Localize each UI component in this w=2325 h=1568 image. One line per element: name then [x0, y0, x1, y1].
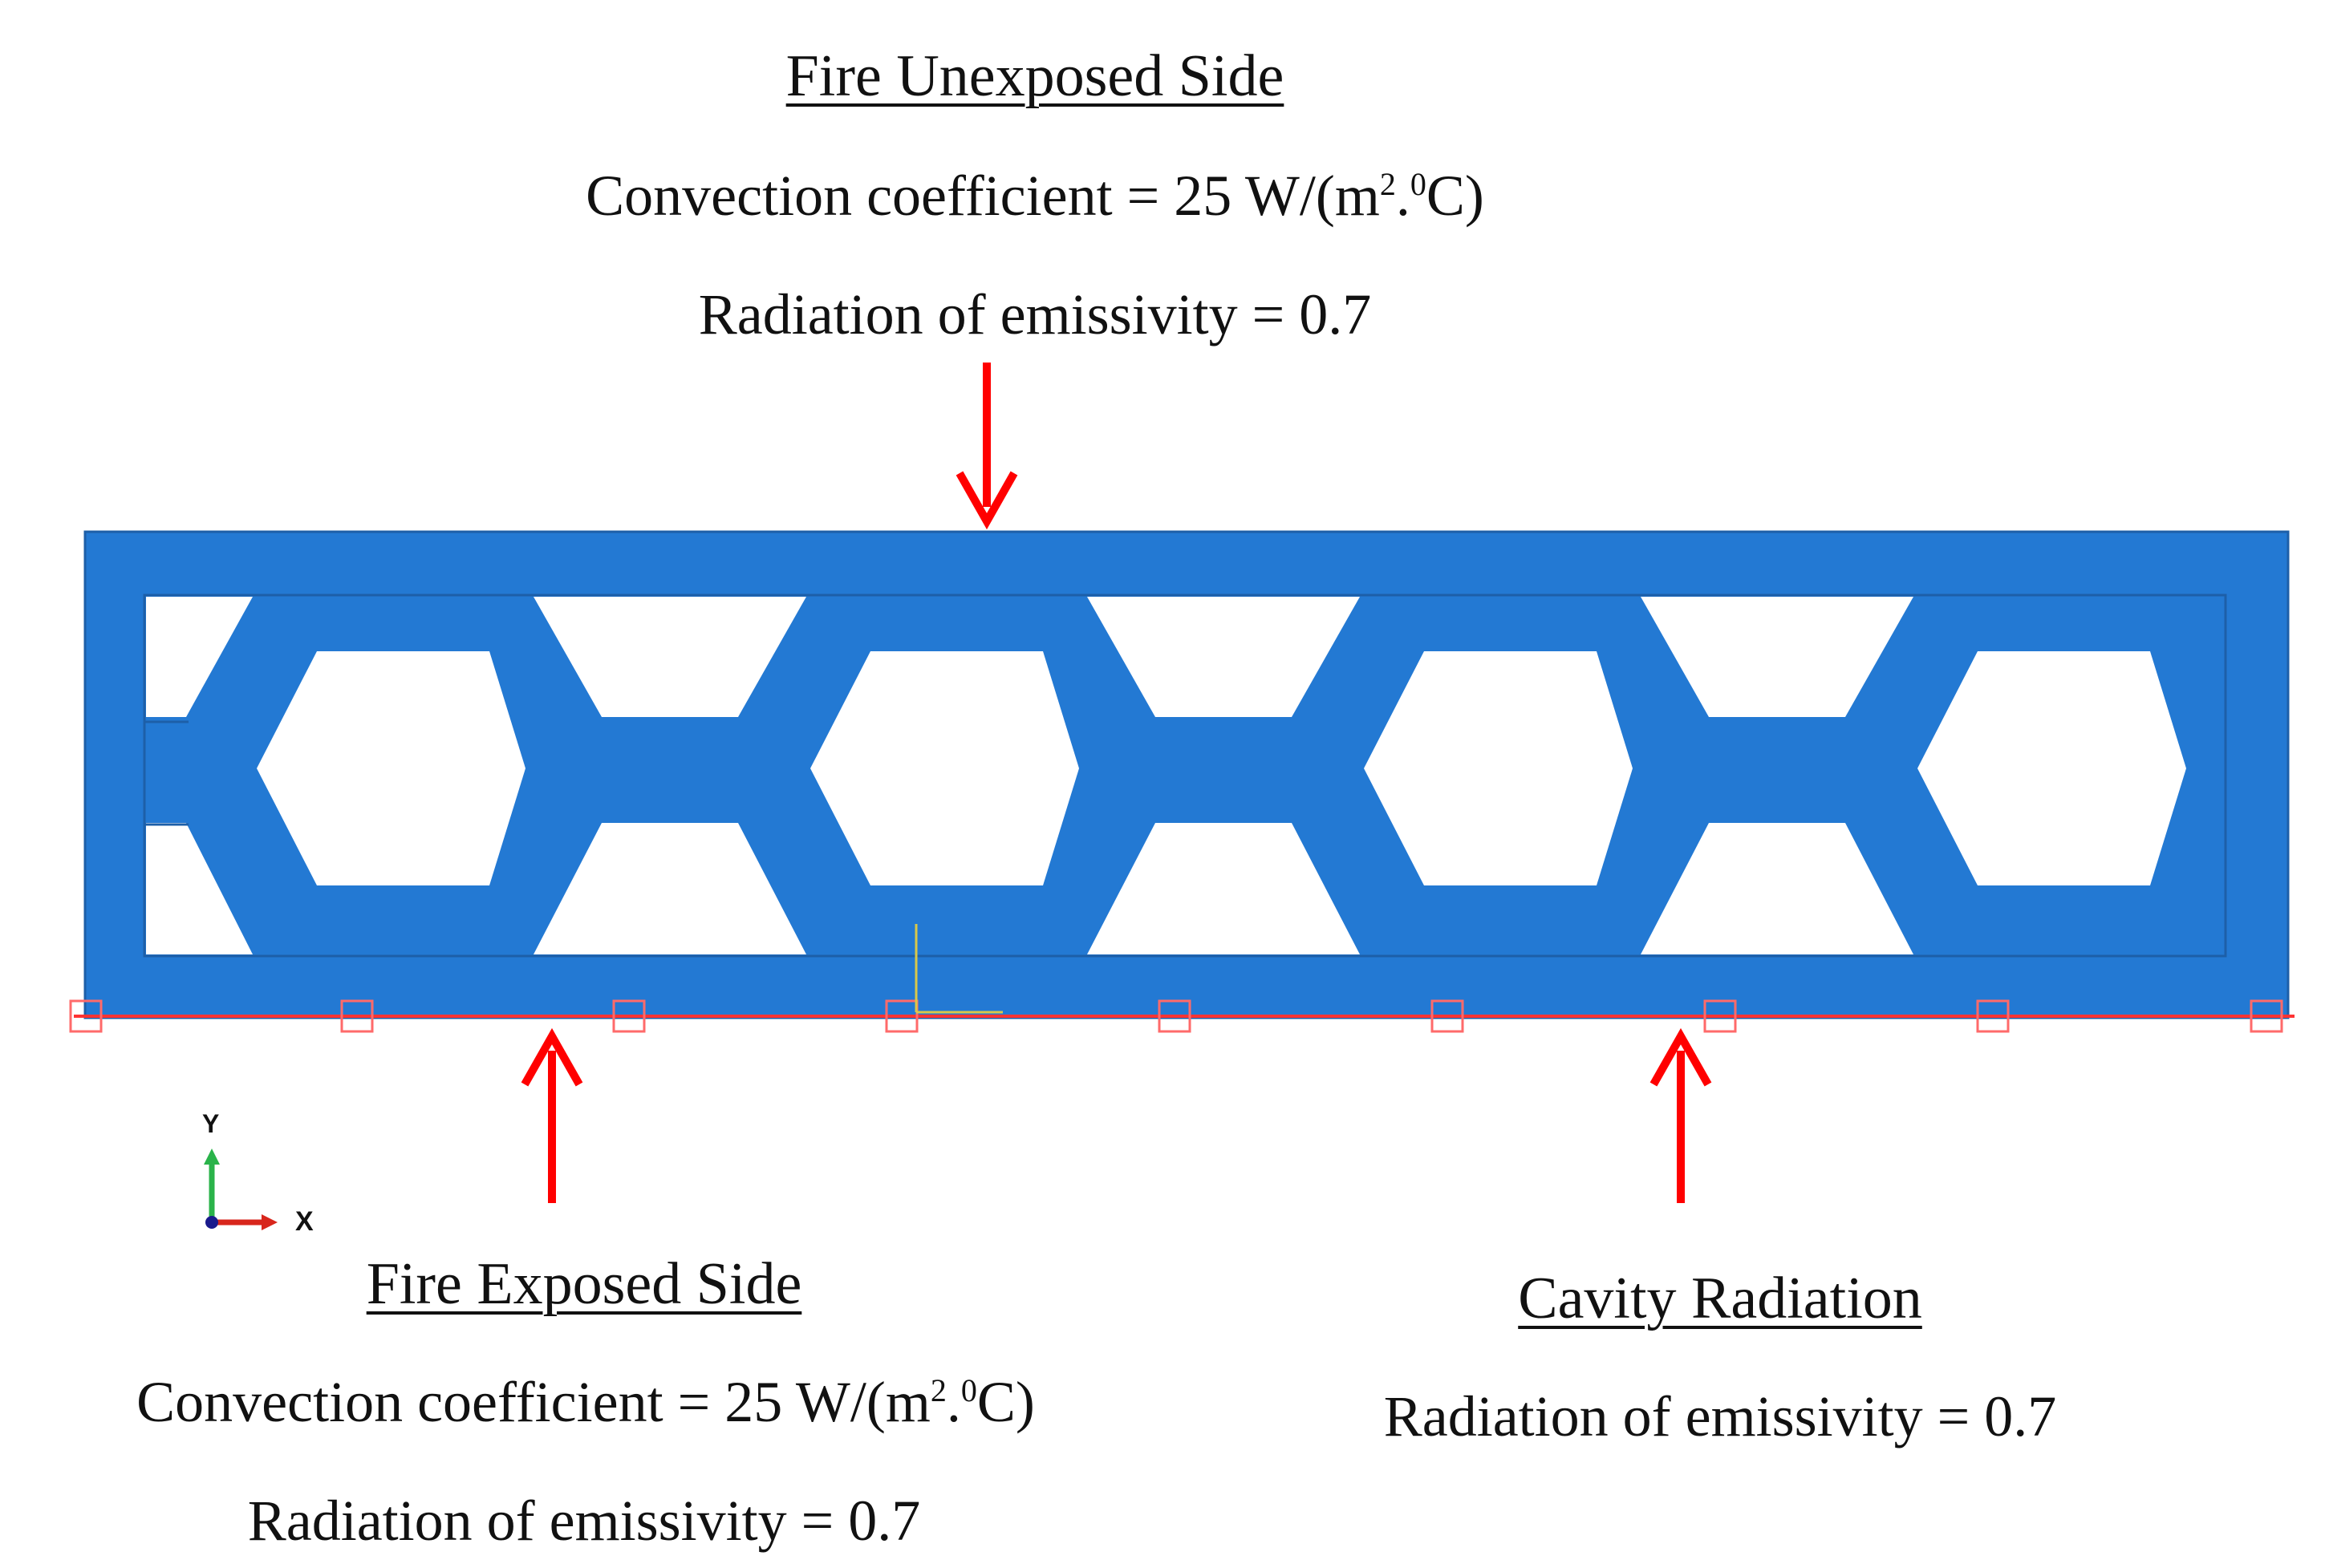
x-axis-label: X: [295, 1206, 314, 1237]
top-convection-sup2: 0: [1410, 166, 1426, 202]
bottom-left-convection-label: Convection coefficient = 25 W/(m: [136, 1370, 931, 1434]
boundary-marker: [612, 999, 646, 1033]
inner-frame-outline: [143, 594, 2227, 958]
arrow-cavity-radiation: [1649, 1027, 1712, 1203]
y-axis-label: Y: [202, 1109, 219, 1138]
cavity-radiation-heading: Cavity Radiation: [1518, 1266, 1922, 1331]
boundary-marker: [1158, 999, 1191, 1033]
bottom-left-convection-sup1: 2: [930, 1372, 947, 1408]
arrow-fire-exposed: [521, 1027, 583, 1203]
fire-unexposed-heading: Fire Unexposed Side: [785, 43, 1284, 109]
local-csys-marker: [915, 924, 1003, 1014]
section-body: [83, 530, 2290, 1019]
top-radiation-text: Radiation of emissivity = 0.7: [698, 282, 1372, 346]
z-axis-dot: [205, 1216, 218, 1229]
boundary-marker: [340, 999, 374, 1033]
boundary-marker: [2250, 999, 2283, 1033]
bottom-left-convection-unit: C): [976, 1370, 1035, 1434]
top-convection-label: Convection coefficient = 25 W/(m: [586, 164, 1380, 228]
x-axis-head: [262, 1214, 278, 1230]
boundary-marker: [69, 999, 103, 1033]
fire-exposed-heading: Fire Exposed Side: [366, 1251, 802, 1317]
bottom-left-convection-sup2: 0: [960, 1372, 977, 1408]
bottom-left-radiation-text: Radiation of emissivity = 0.7: [247, 1489, 921, 1553]
top-convection-sup1: 2: [1379, 166, 1396, 202]
boundary-markers: [69, 999, 2283, 1033]
top-convection-text: Convection coefficient = 25 W/(m2.0C): [586, 167, 1484, 225]
bottom-left-convection-text: Convection coefficient = 25 W/(m2.0C): [136, 1373, 1035, 1431]
boundary-marker: [885, 999, 919, 1033]
top-convection-dot: .: [1395, 164, 1410, 228]
top-convection-unit: C): [1426, 164, 1484, 228]
bottom-left-convection-dot: .: [946, 1370, 961, 1434]
boundary-marker: [1976, 999, 2010, 1033]
bottom-right-radiation-text: Radiation of emissivity = 0.7: [1383, 1384, 2057, 1448]
boundary-marker: [1430, 999, 1464, 1033]
y-axis-head: [204, 1149, 220, 1165]
arrow-top: [956, 363, 1018, 530]
boundary-marker: [1703, 999, 1737, 1033]
axis-triad: Y X: [202, 1109, 314, 1237]
